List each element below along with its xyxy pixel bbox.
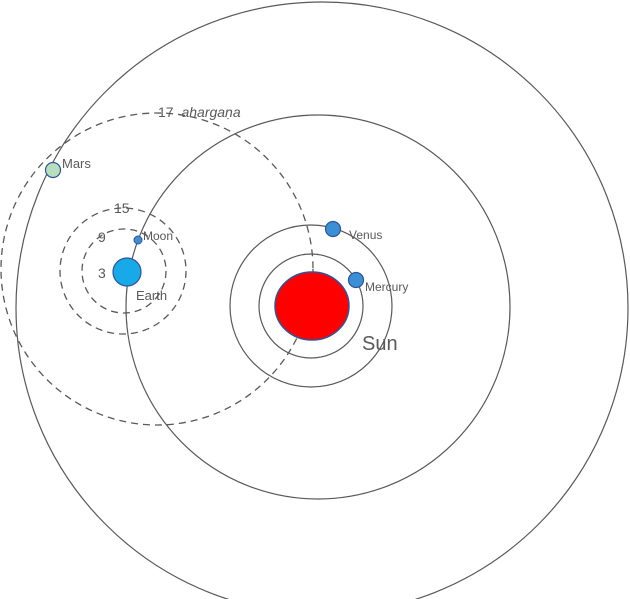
moon bbox=[133, 235, 143, 245]
mercury bbox=[347, 271, 365, 289]
sun bbox=[274, 271, 350, 341]
earth bbox=[112, 257, 142, 287]
ring-label-9: 9 bbox=[98, 229, 106, 245]
earth-label: Earth bbox=[136, 288, 167, 303]
dashed-orbit-9 bbox=[81, 228, 167, 314]
mars-label: Mars bbox=[62, 156, 91, 171]
dashed-orbit-15 bbox=[59, 207, 187, 335]
mars bbox=[44, 161, 62, 179]
moon-label: Moon bbox=[143, 229, 173, 243]
outer-orbit bbox=[15, 1, 629, 599]
ring-label-17-number: 17 bbox=[158, 104, 174, 120]
ring-label-3: 3 bbox=[98, 265, 106, 281]
mars-orbit-around-sun bbox=[125, 114, 511, 500]
ring-label-17-word: ahargaṇa bbox=[181, 104, 240, 120]
venus bbox=[324, 220, 342, 238]
sun-label: Sun bbox=[362, 333, 398, 355]
ring-label-15: 15 bbox=[114, 200, 130, 216]
mercury-label: Mercury bbox=[365, 280, 408, 294]
dashed-orbit-17 bbox=[0, 112, 314, 426]
venus-label: Venus bbox=[349, 228, 382, 242]
mercury-orbit bbox=[258, 253, 364, 359]
ring-label-17: 17 ahargaṇa bbox=[158, 104, 241, 120]
venus-orbit bbox=[229, 224, 393, 388]
